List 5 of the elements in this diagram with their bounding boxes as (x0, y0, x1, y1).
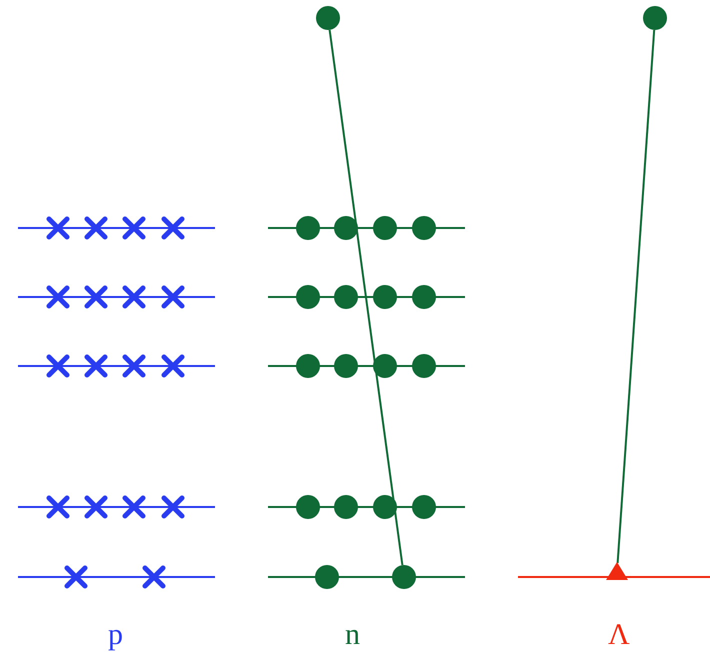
particle-label: Λ (608, 618, 630, 652)
particle-label: p (108, 618, 123, 652)
connector-line (616, 30, 656, 564)
connector-line (328, 30, 404, 566)
particle-label: n (345, 618, 360, 652)
